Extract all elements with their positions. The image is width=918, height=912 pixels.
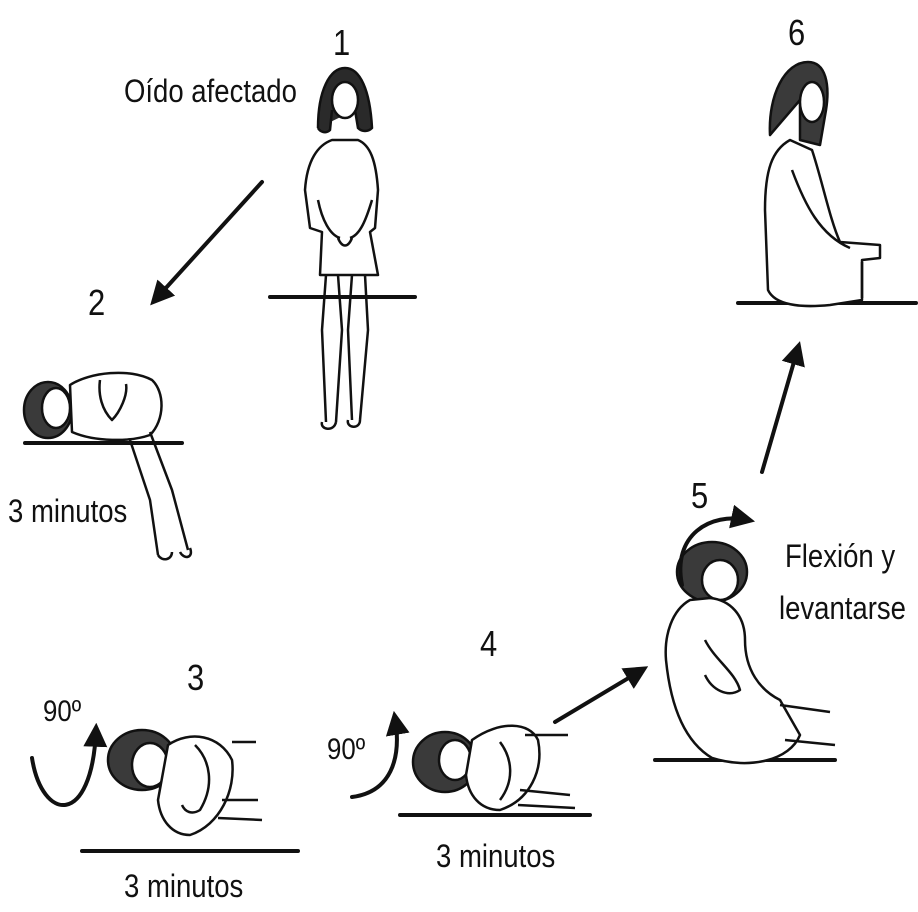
step-number-1: 1 xyxy=(333,22,350,64)
step-number-3: 3 xyxy=(187,657,204,699)
step-number-5: 5 xyxy=(691,475,708,517)
step-number-6: 6 xyxy=(788,12,805,54)
step-label-2: 3 minutos xyxy=(8,493,127,530)
person-figure-5 xyxy=(666,542,835,763)
step-number-2: 2 xyxy=(88,282,105,324)
step-label-4: 3 minutos xyxy=(436,838,555,875)
angle-label-4: 90º xyxy=(327,733,365,767)
person-figure-2 xyxy=(24,373,191,559)
angle-label-3: 90º xyxy=(43,695,81,729)
person-figure-4 xyxy=(413,726,575,810)
person-figure-3 xyxy=(108,730,262,835)
step-label-1: Oído afectado xyxy=(124,73,297,110)
step-label-5-line1: Flexión y xyxy=(785,538,895,575)
rotation-arrow-icon-3 xyxy=(32,730,96,805)
arrow-icon-4-to-5 xyxy=(555,670,642,722)
step-number-4: 4 xyxy=(480,623,497,665)
step-label-5-line2: levantarse xyxy=(779,590,906,627)
arrow-icon-5-to-6 xyxy=(762,348,798,472)
step-label-3: 3 minutos xyxy=(124,868,243,905)
person-figure-6 xyxy=(765,62,880,306)
person-figure-1 xyxy=(305,68,378,429)
arrow-icon-1-to-2 xyxy=(155,182,262,300)
